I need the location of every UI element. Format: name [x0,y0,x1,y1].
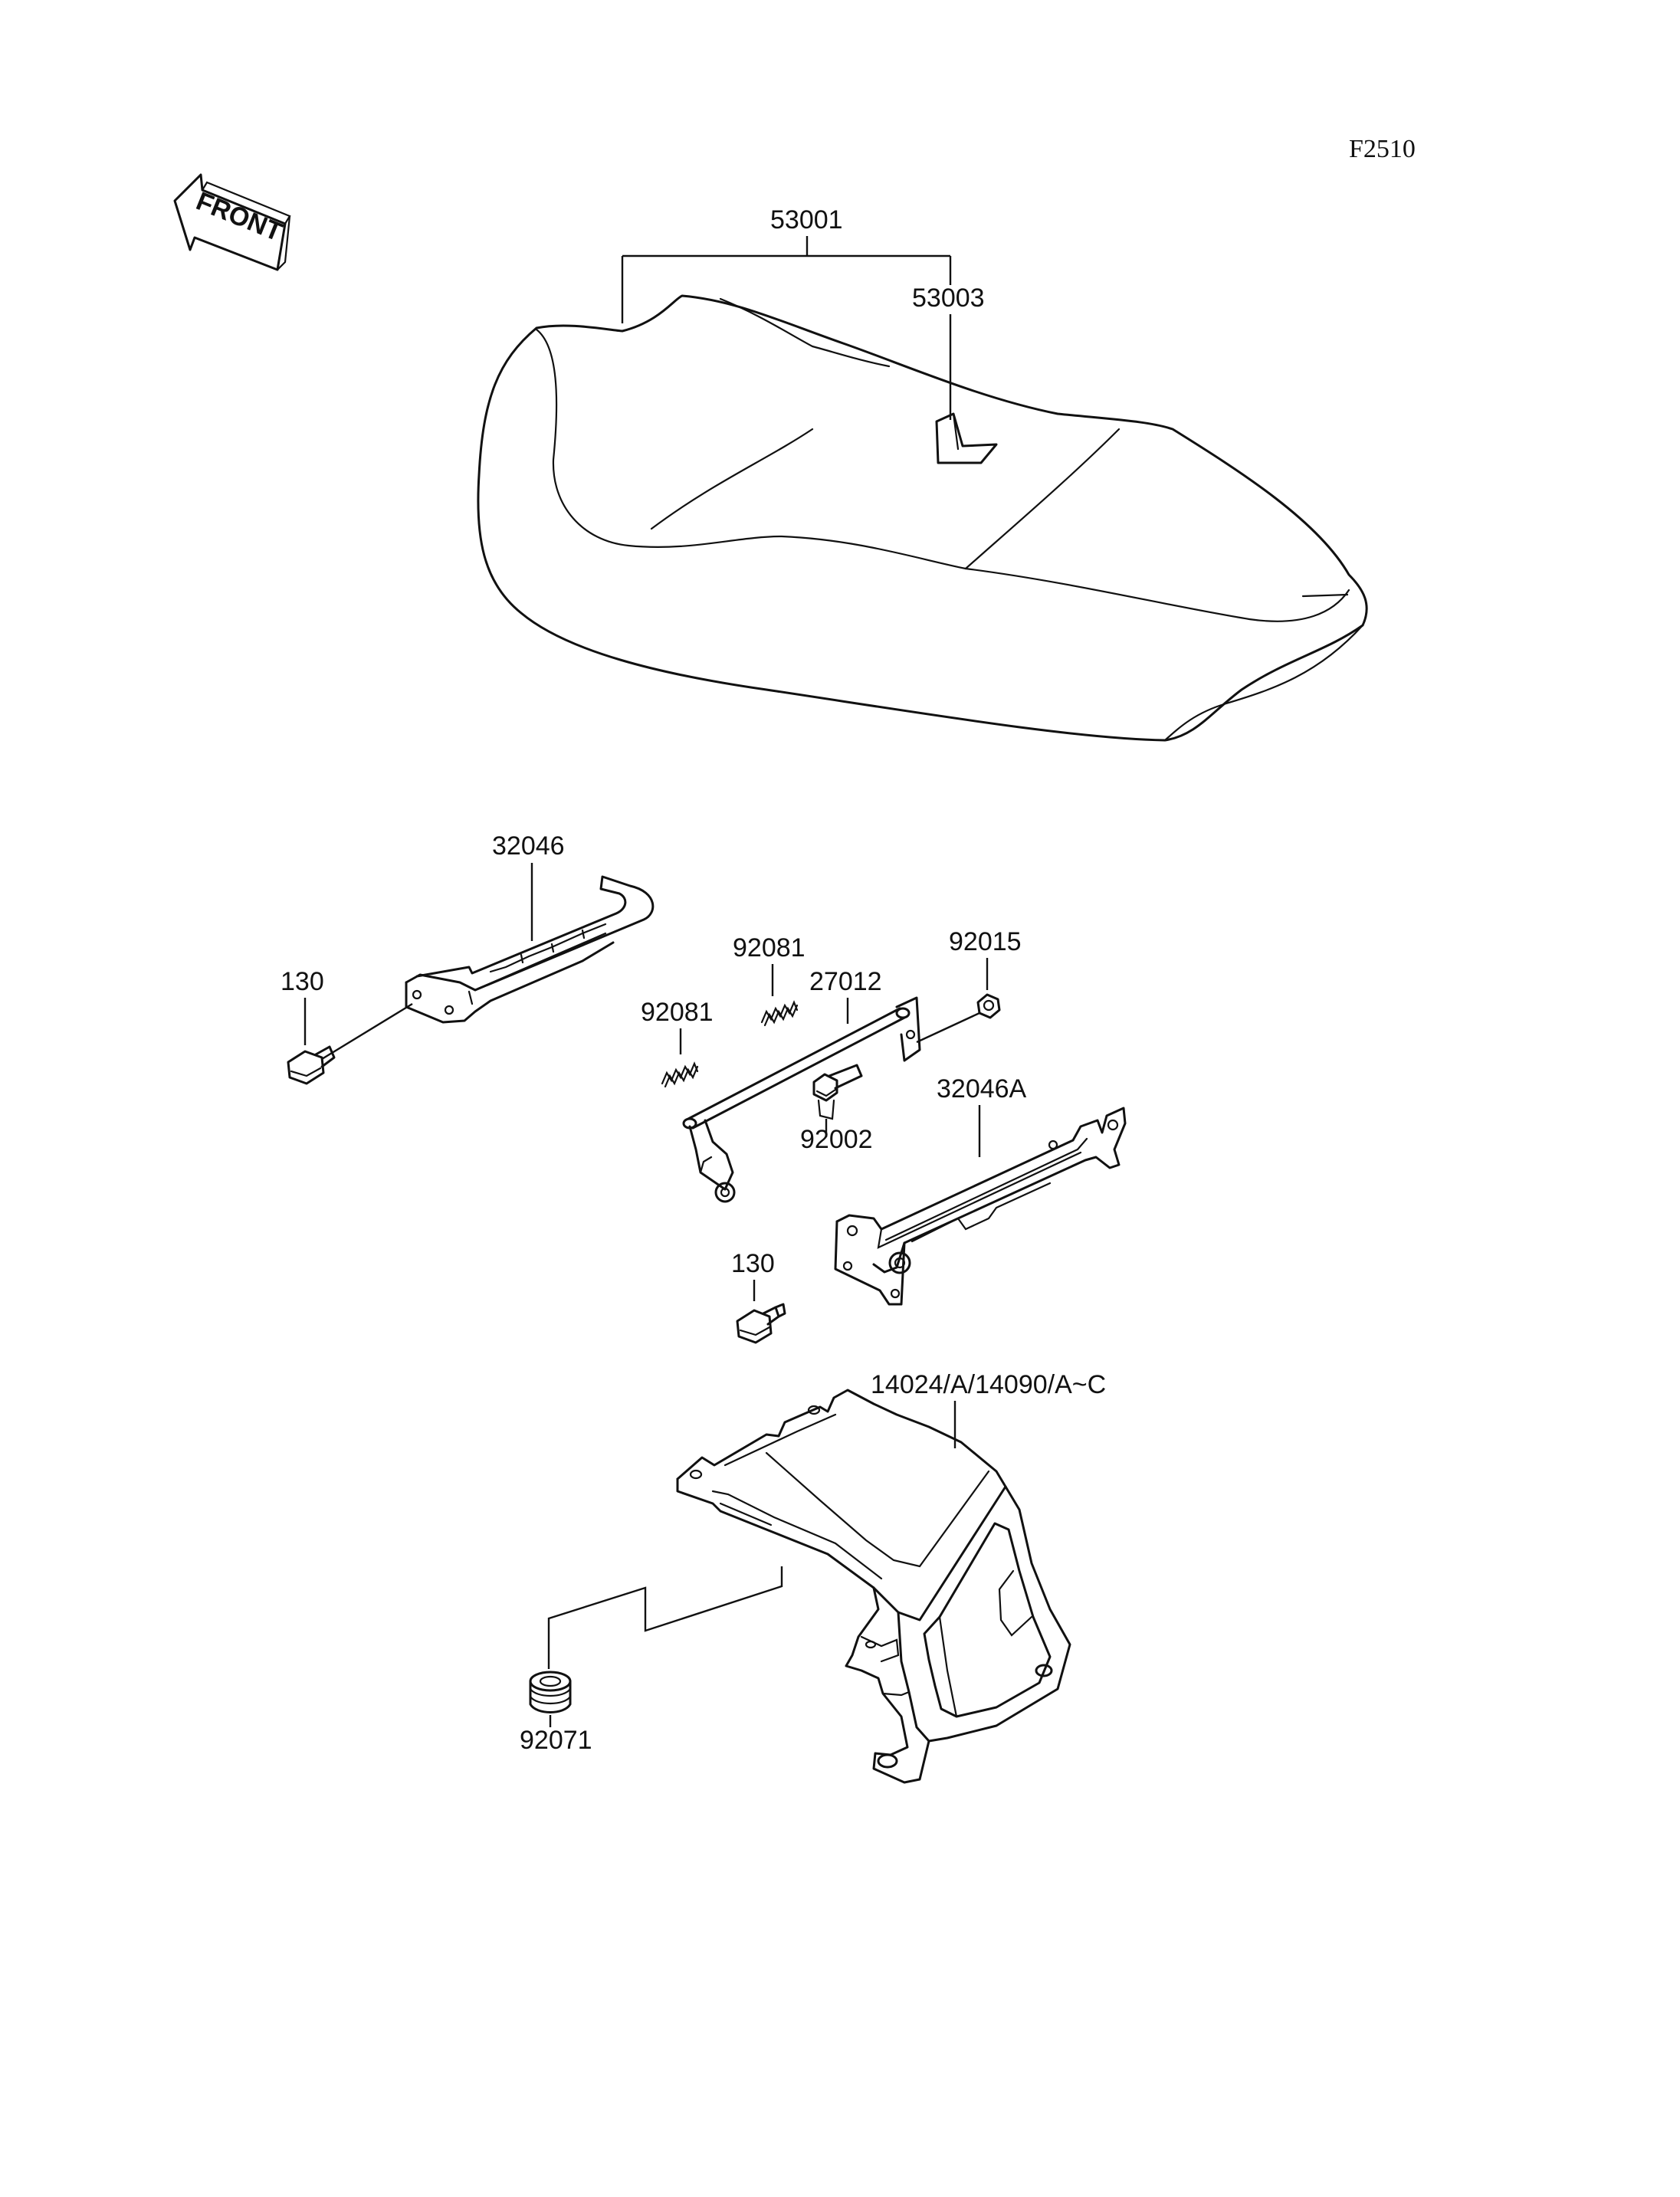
callout-14024: 14024/A/14090/A~C [871,1370,1106,1399]
bolt-130-lower: 130 [731,1249,786,1344]
seat-assembly: 53001 53003 [477,205,1368,742]
cover-14024: 14024/A/14090/A~C [676,1370,1106,1784]
spring-92081-upper: 92081 [733,933,806,1027]
bracket-32046: 32046 [405,831,655,1024]
callout-92081-upper: 92081 [733,933,806,962]
callout-32046a: 32046A [937,1074,1027,1103]
callout-130-left: 130 [281,967,324,996]
rod-27012: 27012 [682,967,921,1203]
bolt-92002: 92002 [800,1064,873,1154]
nut-92015: 92015 [916,927,1022,1044]
figure-code: F2510 [1349,135,1416,163]
callout-53001: 53001 [770,205,843,234]
callout-92071: 92071 [520,1726,592,1755]
callout-92002: 92002 [800,1125,873,1154]
bracket-32046a: 32046A [834,1074,1127,1306]
callout-53003: 53003 [912,284,985,313]
callout-27012: 27012 [809,967,882,996]
grommet-92071: 92071 [520,1566,783,1755]
callout-92015: 92015 [949,927,1022,956]
callout-32046: 32046 [492,831,565,861]
spring-92081-lower: 92081 [641,998,714,1088]
callout-130-lower: 130 [731,1249,775,1278]
bolt-130-left: 130 [281,967,413,1085]
front-arrow-icon: FRONT [173,173,291,271]
callout-92081-lower: 92081 [641,998,714,1027]
